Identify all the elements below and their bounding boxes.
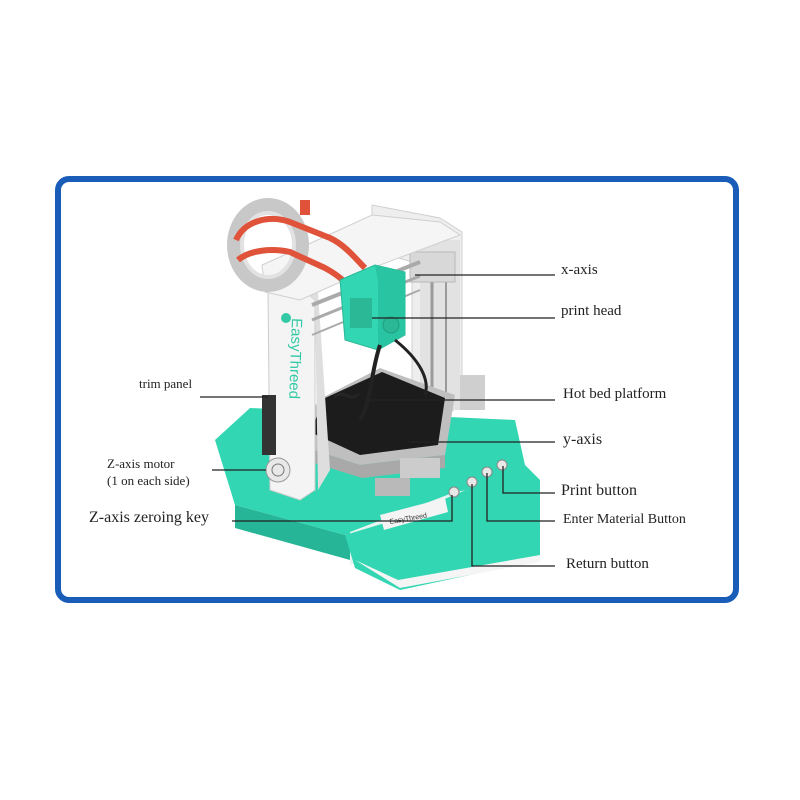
- label-x-axis: x-axis: [561, 262, 598, 278]
- label-y-axis: y-axis: [563, 431, 603, 448]
- hot-bed: [298, 368, 455, 496]
- watermark: ~: [330, 372, 367, 418]
- label-trim-panel: trim panel: [139, 376, 193, 391]
- control-buttons: [448, 459, 508, 498]
- side-panel: EasyThreed: [262, 287, 330, 501]
- leader-lines: [200, 274, 555, 567]
- label-z-motor-line2: (1 on each side): [107, 473, 190, 488]
- filament-spool: [227, 198, 368, 298]
- label-print-head: print head: [561, 303, 622, 319]
- label-z-motor-line1: Z-axis motor: [107, 456, 175, 471]
- print-head: [339, 264, 428, 422]
- label-enter-material: Enter Material Button: [563, 512, 686, 527]
- brand-side-text: EasyThreed: [285, 318, 305, 399]
- label-z-zeroing-key: Z-axis zeroing key: [89, 509, 209, 526]
- print-button-icon: [496, 459, 508, 471]
- label-return-button: Return button: [566, 556, 649, 572]
- label-print-button: Print button: [561, 482, 638, 499]
- label-hot-bed: Hot bed platform: [563, 386, 667, 402]
- z-zeroing-key-icon: [448, 486, 460, 498]
